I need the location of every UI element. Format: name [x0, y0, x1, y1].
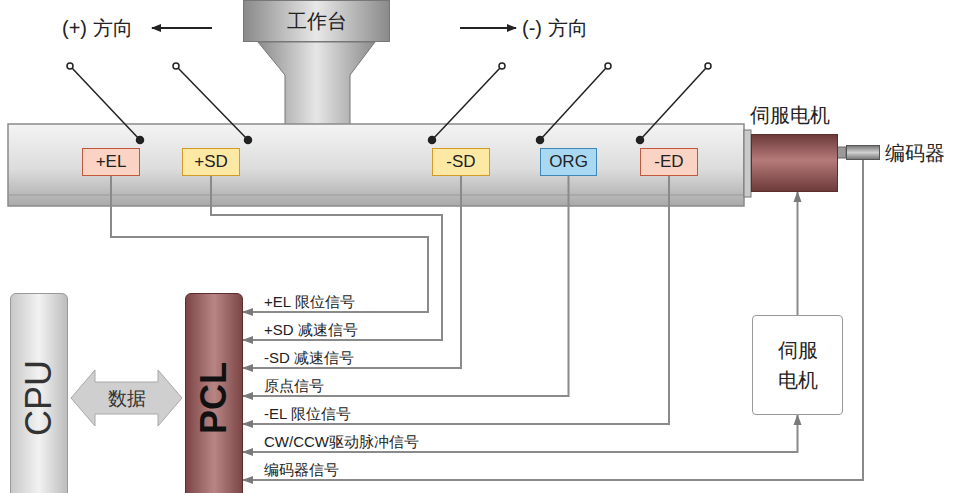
- node-label: +SD: [194, 152, 228, 172]
- slowdown-sensor-box: +SD: [182, 148, 240, 176]
- signal-wire: [243, 160, 863, 480]
- signal-wire: [243, 176, 569, 396]
- signal-wire: [797, 192, 799, 315]
- signal-label: 原点信号: [262, 377, 326, 394]
- signal-label: +EL 限位信号: [262, 293, 357, 310]
- node-label: +EL: [96, 152, 127, 172]
- worktable-box: 工作台: [243, 0, 390, 42]
- node-label: ORG: [549, 152, 588, 172]
- data-bus-arrow: [71, 370, 182, 426]
- signal-wire: [243, 176, 461, 368]
- direction-arrow: [152, 27, 212, 29]
- pcl-block: PCL: [185, 293, 243, 493]
- servo-driver-box: 伺服 电机: [752, 315, 843, 415]
- signal-label: 编码器信号: [262, 461, 341, 478]
- node-label: -SD: [446, 152, 475, 172]
- node-label: PCL: [193, 362, 235, 434]
- direction-label: (+) 方向: [62, 15, 133, 42]
- node-label: 编码器: [885, 139, 945, 166]
- direction-arrow: [460, 27, 516, 29]
- motor-shaft: [837, 147, 846, 158]
- cpu-block: CPU: [10, 293, 68, 493]
- node-label: 伺服 电机: [774, 335, 822, 395]
- signal-label: -EL 限位信号: [262, 405, 353, 422]
- table-stand: [258, 42, 375, 125]
- slowdown-sensor-box: -SD: [432, 148, 490, 176]
- signal-wire: [211, 176, 442, 340]
- node-label: -ED: [654, 152, 683, 172]
- motor-flange: [744, 130, 751, 197]
- limit-sensor-box: +EL: [82, 148, 140, 176]
- signal-label: +SD 减速信号: [262, 321, 360, 338]
- signal-label: 数据: [106, 390, 148, 407]
- origin-sensor-box: ORG: [540, 148, 597, 176]
- linear-rail: [8, 124, 744, 206]
- signal-wire: [243, 176, 669, 424]
- encoder: 编码器: [846, 145, 880, 160]
- servo-motor: 伺服电机: [751, 134, 838, 192]
- node-label: CPU: [18, 360, 60, 436]
- signal-wire: [111, 176, 428, 312]
- limit-sensor-box: -ED: [640, 148, 698, 176]
- signal-label: -SD 减速信号: [262, 349, 356, 366]
- signal-label: CW/CCW驱动脉冲信号: [262, 433, 421, 450]
- rail-edge: [8, 195, 744, 196]
- direction-label: (-) 方向: [522, 15, 588, 42]
- node-label: 伺服电机: [750, 102, 830, 129]
- node-label: 工作台: [287, 8, 347, 35]
- switch-levers: [67, 63, 711, 144]
